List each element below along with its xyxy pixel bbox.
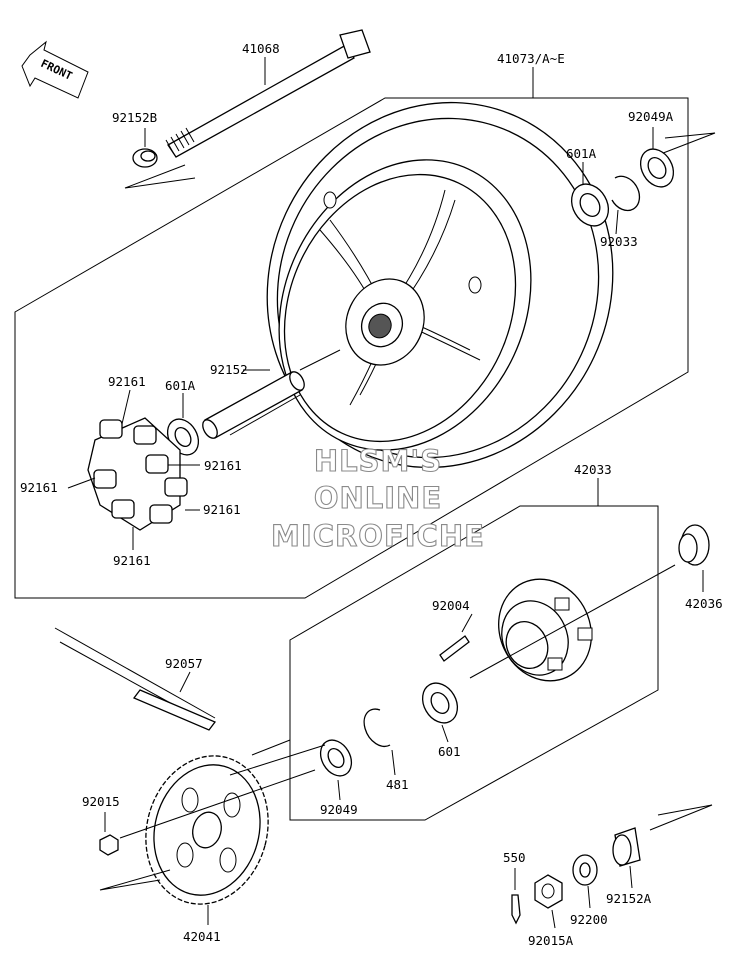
- label-92161-left[interactable]: 92161: [20, 480, 58, 495]
- castle-nut-92015A: [534, 874, 563, 929]
- label-601[interactable]: 601: [438, 744, 461, 759]
- oil-seal-92049A: [639, 127, 675, 188]
- damper-92161-assembly: [67, 389, 200, 550]
- watermark: HLSM'S ONLINE MICROFICHE: [271, 443, 485, 553]
- wheel-group-outline: [14, 97, 689, 599]
- label-41068[interactable]: 41068: [242, 41, 280, 56]
- label-42033[interactable]: 42033: [574, 462, 612, 477]
- label-92015A[interactable]: 92015A: [528, 933, 574, 948]
- label-92161-top[interactable]: 92161: [108, 374, 146, 389]
- circlip-92033: [611, 175, 641, 235]
- label-92152B[interactable]: 92152B: [112, 110, 157, 125]
- hub-group-outline: [289, 505, 659, 821]
- label-601A-left[interactable]: 601A: [165, 378, 196, 393]
- label-92152[interactable]: 92152: [210, 362, 248, 377]
- axis-arrow-right-top: [657, 132, 716, 156]
- watermark-line3: MICROFICHE: [271, 519, 485, 553]
- axle-41068: [165, 29, 371, 158]
- label-92152A[interactable]: 92152A: [606, 891, 652, 906]
- wheel-rim-41073: [266, 67, 614, 469]
- sprocket-42041: [145, 755, 269, 925]
- label-92161-right[interactable]: 92161: [203, 502, 241, 517]
- collar-92152B: [132, 128, 158, 168]
- collar-92152A: [612, 827, 641, 889]
- axis-arrow-left-top: [124, 164, 196, 189]
- part-labels: 41068 92152B 41073/A~E 92049A 601A 92033…: [20, 41, 723, 948]
- watermark-line2: ONLINE: [314, 481, 442, 515]
- label-92161-mid[interactable]: 92161: [204, 458, 242, 473]
- label-481[interactable]: 481: [386, 777, 409, 792]
- label-550[interactable]: 550: [503, 850, 526, 865]
- axis-arrow-right-bottom: [649, 804, 713, 831]
- sleeve-92152: [202, 369, 305, 439]
- label-92004[interactable]: 92004: [432, 598, 470, 613]
- label-92057[interactable]: 92057: [165, 656, 203, 671]
- bearing-601A-top: [570, 162, 610, 227]
- label-92015[interactable]: 92015: [82, 794, 120, 809]
- label-92049A[interactable]: 92049A: [628, 109, 674, 124]
- label-42036[interactable]: 42036: [685, 596, 723, 611]
- nut-92015: [99, 812, 119, 856]
- label-41073[interactable]: 41073/A~E: [497, 51, 565, 66]
- front-arrow-icon: FRONT: [21, 40, 89, 99]
- hub-flange-42033: [498, 478, 599, 682]
- watermark-line1: HLSM'S: [314, 444, 442, 478]
- stud-92004: [439, 613, 473, 662]
- washer-92200: [572, 854, 598, 909]
- axis-lines: [119, 349, 676, 839]
- label-92049[interactable]: 92049: [320, 802, 358, 817]
- cotter-pin-550: [511, 868, 521, 925]
- axis-arrow-left-bottom: [99, 869, 171, 891]
- label-42041[interactable]: 42041: [183, 929, 221, 944]
- label-92161-bottom[interactable]: 92161: [113, 553, 151, 568]
- label-92033[interactable]: 92033: [600, 234, 638, 249]
- chain-92057: [54, 627, 217, 731]
- oil-seal-92049: [319, 739, 353, 801]
- label-601A-top[interactable]: 601A: [566, 146, 597, 161]
- label-92200[interactable]: 92200: [570, 912, 608, 927]
- collar-42036: [678, 524, 710, 592]
- bearing-601: [421, 682, 459, 743]
- circlip-481: [363, 708, 396, 776]
